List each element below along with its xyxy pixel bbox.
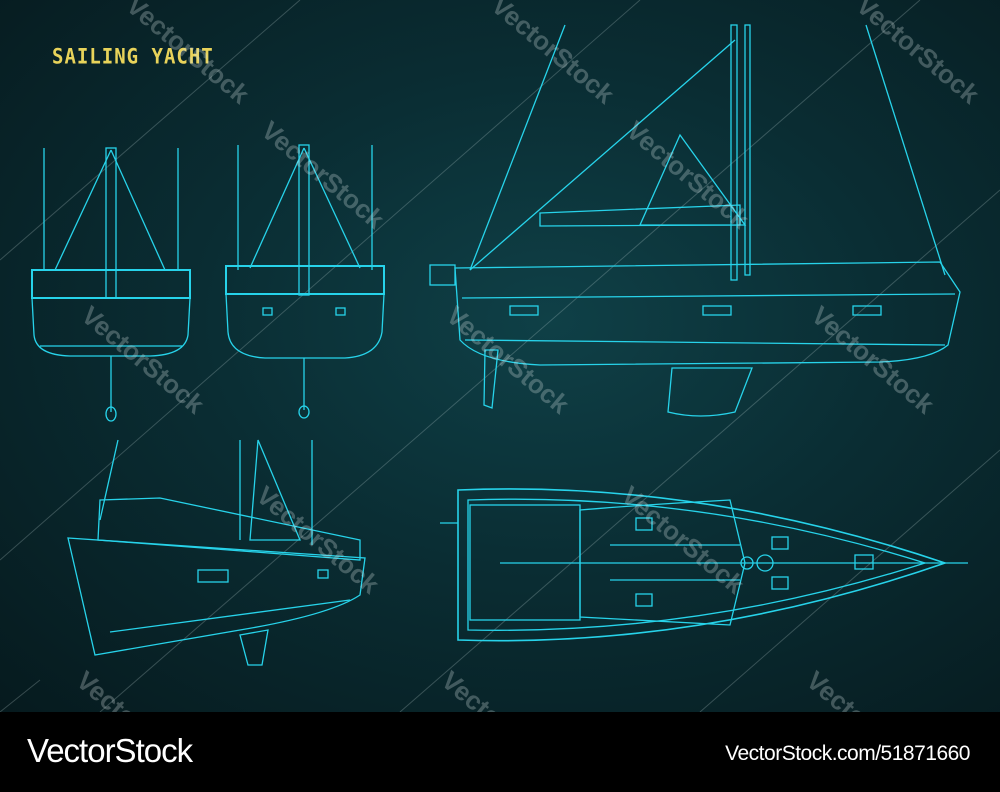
background-diagonal-lines [0,0,1000,712]
footer-bar: VectorStock VectorStock.com/51871660 [0,712,1000,792]
stern-view-right [225,144,385,419]
top-view [440,488,968,642]
brand-logo: VectorStock [27,732,193,769]
drawing-title: SAILING YACHT [52,44,214,70]
blueprint-canvas: SAILING YACHT [0,0,1000,712]
yacht-drawings [31,24,968,666]
perspective-view [67,439,366,666]
stern-view-left [31,147,191,422]
image-reference: VectorStock.com/51871660 [725,742,970,765]
side-view [429,24,961,417]
